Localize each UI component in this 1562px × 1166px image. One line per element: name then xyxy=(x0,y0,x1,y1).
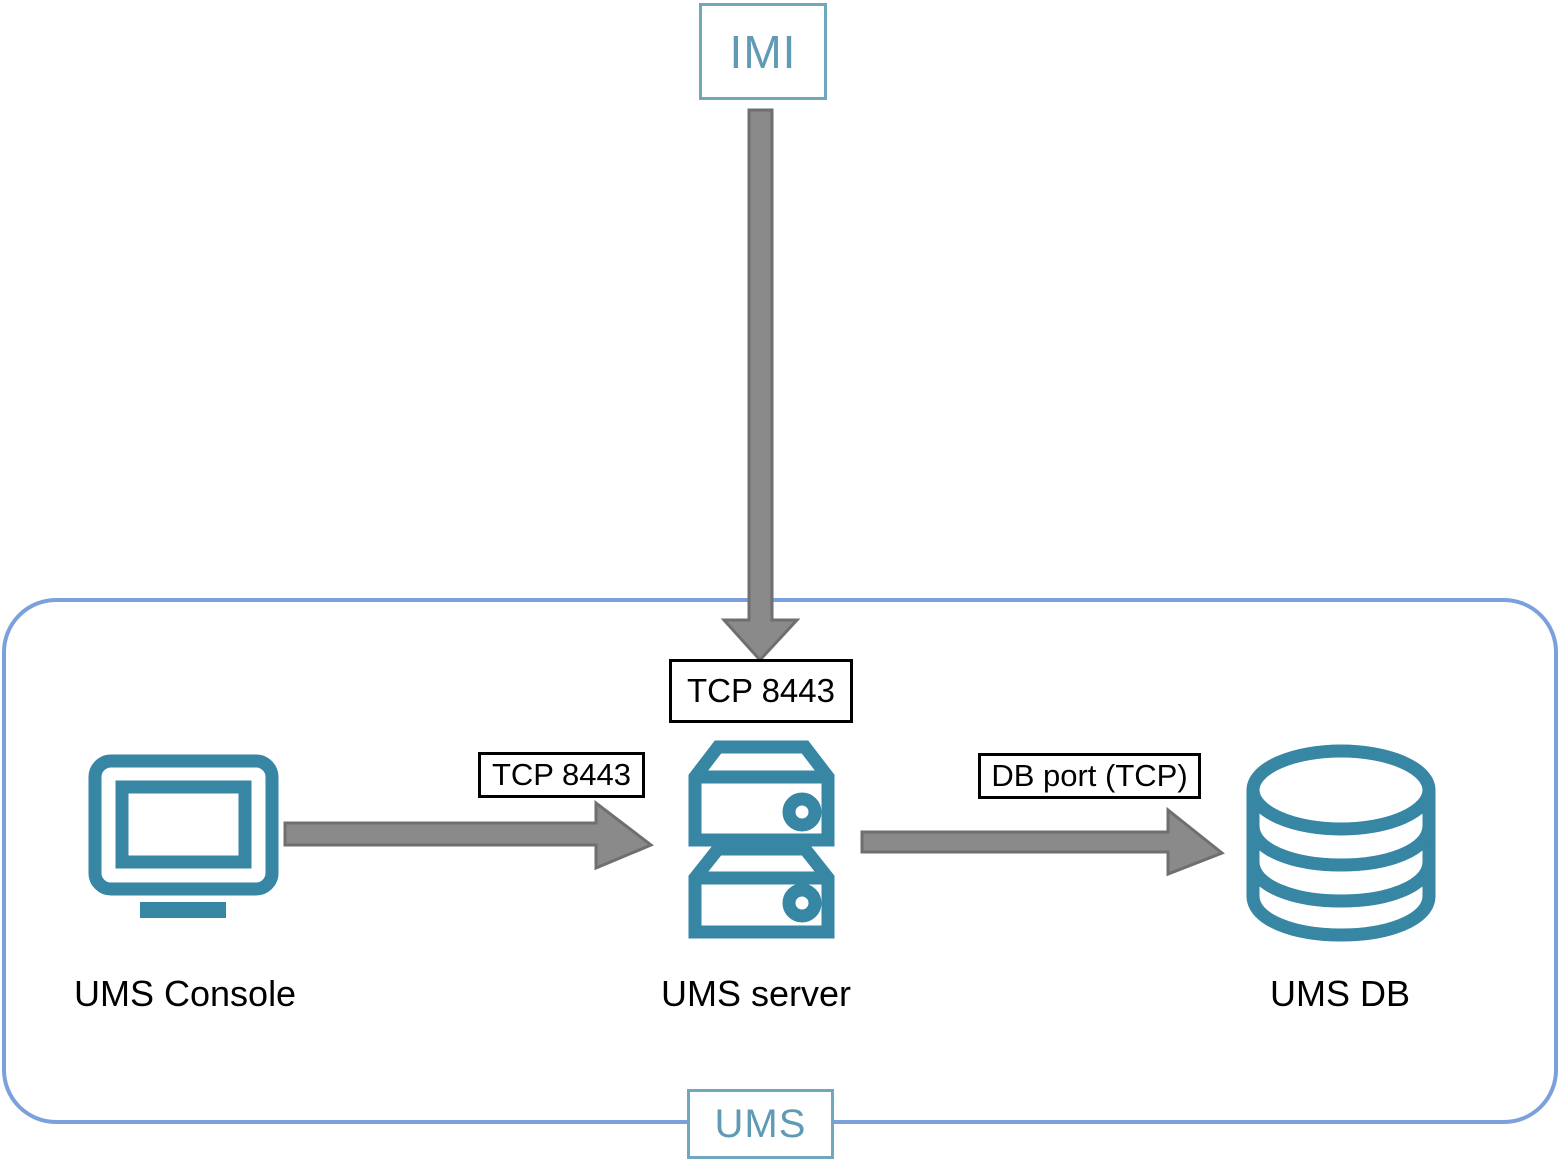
port-label-console-to-server: TCP 8443 xyxy=(478,752,645,798)
node-label-ums-console: UMS Console xyxy=(74,973,297,1014)
port-label-imi-to-server: TCP 8443 xyxy=(669,659,853,723)
monitor-icon xyxy=(88,754,279,918)
port-label-server-to-db: DB port (TCP) xyxy=(978,753,1201,799)
arrow-imi-to-server xyxy=(720,108,801,663)
node-label-ums-server: UMS server xyxy=(661,973,852,1014)
arrow-server-to-db xyxy=(860,806,1225,877)
node-label-ums-db: UMS DB xyxy=(1270,973,1411,1014)
arrow-console-to-server xyxy=(283,799,654,871)
server-rack-icon xyxy=(688,740,835,939)
database-cylinder-icon xyxy=(1246,744,1436,942)
ums-zone-label: UMS xyxy=(687,1089,834,1159)
imi-zone-tag: IMI xyxy=(699,3,827,100)
